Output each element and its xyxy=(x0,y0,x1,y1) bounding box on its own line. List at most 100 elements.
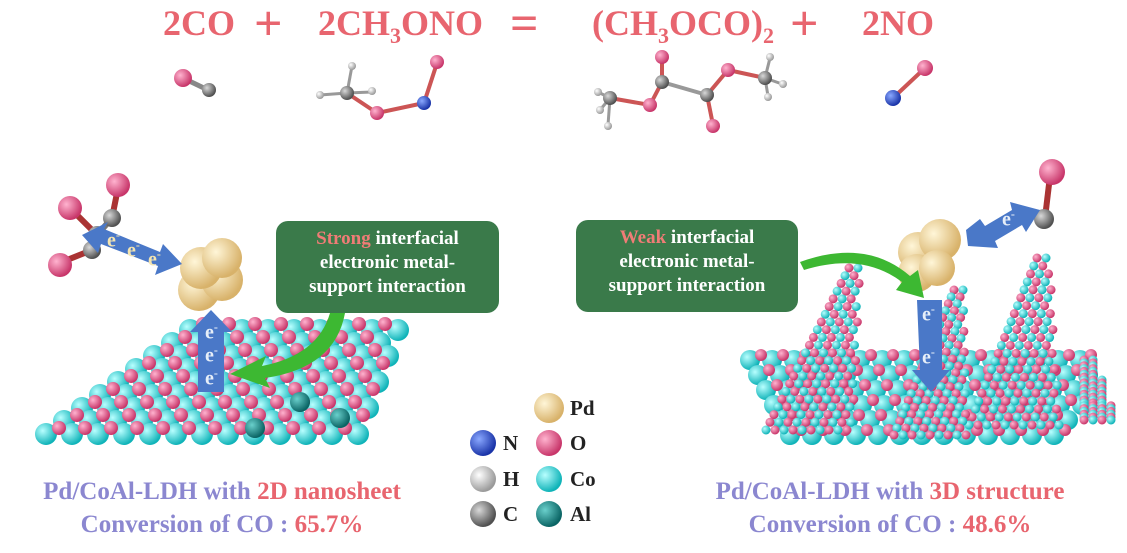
sheet-atom xyxy=(834,371,844,381)
sheet-atom xyxy=(811,363,821,373)
sheet-atom xyxy=(1027,420,1037,430)
sheet-atom xyxy=(831,394,841,404)
sheet-atom xyxy=(826,386,836,396)
sheet-atom xyxy=(826,332,836,342)
sheet-atom xyxy=(1009,420,1019,430)
sheet-atom xyxy=(836,278,846,288)
sheet-atom xyxy=(974,396,984,406)
lattice-o-atom xyxy=(238,343,252,357)
lattice-co-atom xyxy=(35,423,57,445)
sheet-atom xyxy=(1005,364,1015,374)
lattice-o-atom xyxy=(236,382,250,396)
lattice-o-atom xyxy=(332,369,346,383)
lattice-o-atom xyxy=(286,421,300,435)
sheet-atom xyxy=(1008,356,1018,366)
sheet-atom xyxy=(835,332,845,342)
sheet-atom xyxy=(833,302,843,312)
sheet-atom xyxy=(844,386,854,396)
sheet-atom xyxy=(1004,388,1014,398)
eq-plus-1: + xyxy=(254,0,283,51)
sheet-atom xyxy=(1019,396,1029,406)
sheet-atom xyxy=(958,306,968,316)
lattice-o-atom xyxy=(104,421,118,435)
sheet-atom xyxy=(1010,372,1020,382)
sheet-atom xyxy=(1018,420,1028,430)
sheet-atom xyxy=(797,425,807,435)
lattice-o-atom xyxy=(166,395,180,409)
base-o-atom xyxy=(975,349,987,361)
left-green-arrow xyxy=(230,313,345,388)
sheet-atom xyxy=(842,302,852,312)
sheet-atom xyxy=(910,423,920,433)
sheet-atom xyxy=(918,402,928,412)
sheet-atom xyxy=(977,388,987,398)
lattice-o-atom xyxy=(356,408,370,422)
sheet-atom xyxy=(909,402,919,412)
sheet-atom xyxy=(841,286,851,296)
sheet-atom xyxy=(934,409,944,419)
sheet-atom xyxy=(770,425,780,435)
base-o-atom xyxy=(1063,349,1075,361)
sheet-atom xyxy=(992,372,1002,382)
sheet-atom xyxy=(1034,293,1044,303)
sheet-atom xyxy=(774,417,784,427)
sheet-atom xyxy=(790,386,800,396)
left-adsorbed-co xyxy=(48,173,130,277)
sheet-atom xyxy=(922,416,932,426)
right-electron-label-2: e- xyxy=(922,302,935,326)
right-electron-label-3: e- xyxy=(922,345,935,369)
molecule-co xyxy=(174,69,216,97)
lattice-o-atom xyxy=(174,408,188,422)
lattice-o-atom xyxy=(342,343,356,357)
sheet-atom xyxy=(799,386,809,396)
sheet-atom xyxy=(1010,396,1020,406)
sheet-atom xyxy=(907,409,917,419)
molecule-no xyxy=(885,60,933,106)
sheet-atom xyxy=(830,325,840,335)
eq-equals: = xyxy=(510,0,539,51)
lattice-co-atom xyxy=(295,423,317,445)
lattice-o-atom xyxy=(200,408,214,422)
sheet-atom xyxy=(983,396,993,406)
sheet-atom xyxy=(1036,420,1046,430)
sheet-atom xyxy=(806,356,816,366)
sheet-atom xyxy=(944,320,954,330)
sheet-atom xyxy=(1045,309,1055,319)
sheet-atom xyxy=(828,348,838,358)
sheet-atom xyxy=(1017,356,1027,366)
lattice-o-atom xyxy=(96,408,110,422)
sheet-atom xyxy=(937,423,947,433)
sheet-atom xyxy=(845,402,855,412)
sheet-atom xyxy=(815,356,825,366)
sheet-atom xyxy=(809,402,819,412)
sheet-atom xyxy=(798,371,808,381)
sheet-atom xyxy=(769,410,779,420)
right-electron-label-1: e- xyxy=(1002,207,1015,231)
lattice-o-atom xyxy=(182,421,196,435)
sheet-atom xyxy=(1024,404,1034,414)
sheet-atom xyxy=(952,409,962,419)
lattice-o-atom xyxy=(148,408,162,422)
sheet-atom xyxy=(1037,285,1047,295)
lattice-o-atom xyxy=(142,356,156,370)
sheet-atom xyxy=(909,382,919,392)
sheet-atom xyxy=(1032,340,1042,350)
lattice-o-atom xyxy=(348,395,362,409)
sheet-atom xyxy=(1015,317,1025,327)
sheet-atom xyxy=(952,299,962,309)
sheet-atom xyxy=(916,409,926,419)
sheet-atom xyxy=(1046,396,1056,406)
sheet-atom xyxy=(822,340,832,350)
sheet-atom xyxy=(828,294,838,304)
sheet-atom xyxy=(936,402,946,412)
sheet-atom xyxy=(1030,325,1040,335)
sheet-atom xyxy=(919,423,929,433)
sheet-atom xyxy=(961,409,971,419)
lattice-o-atom xyxy=(52,421,66,435)
sheet-atom xyxy=(913,416,923,426)
sheet-atom xyxy=(973,420,983,430)
lattice-co-atom xyxy=(321,423,343,445)
sheet-atom xyxy=(833,425,843,435)
sheet-atom xyxy=(1027,309,1037,319)
